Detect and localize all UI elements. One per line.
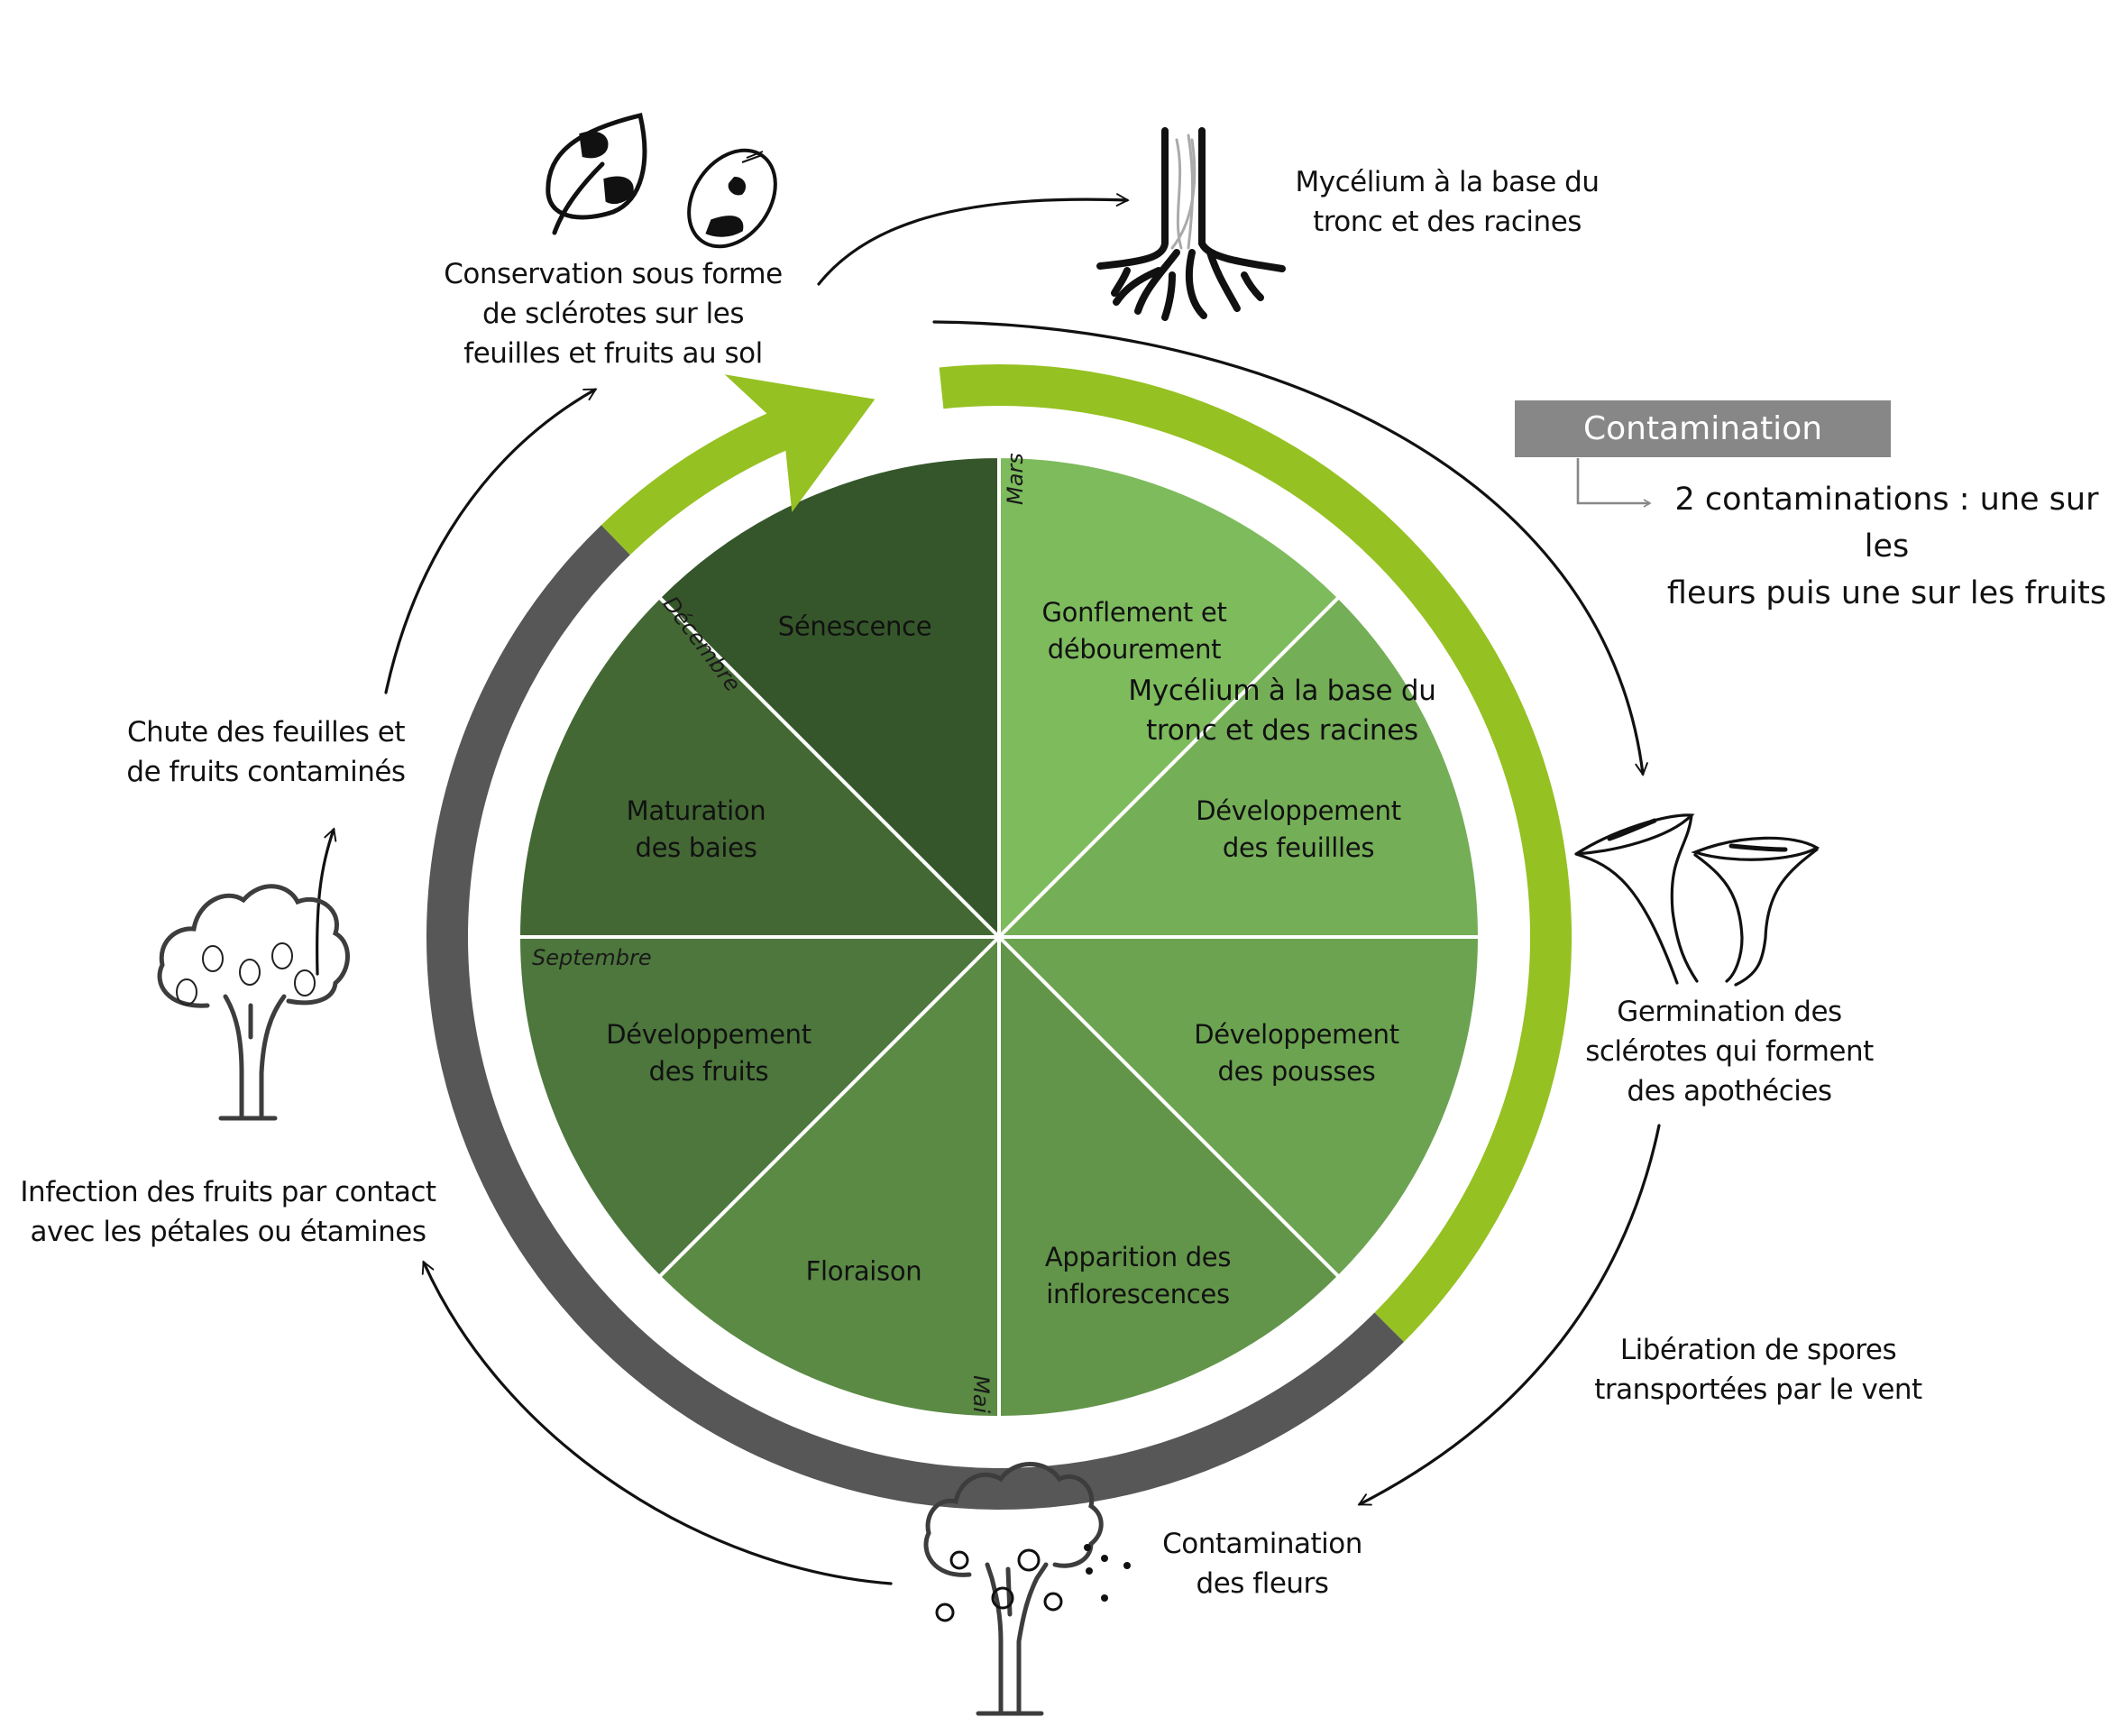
stage-germination: Germination des sclérotes qui forment de…: [1585, 996, 1874, 1107]
fruit-sclerotia-icon: [687, 148, 777, 249]
leaf-sclerotia-icon: [546, 112, 647, 235]
stage-mycelium: Mycélium à la base du tronc et des racin…: [1295, 166, 1600, 238]
month-mai: Mai: [968, 1375, 994, 1414]
arrow-top-to-germination: [932, 320, 1648, 776]
segment-label-gonflement: Gonflement et débourement: [1041, 597, 1227, 665]
arrow-infection-to-chute: [316, 827, 337, 976]
pie-segment: [516, 594, 1004, 939]
month-mars: Mars: [1003, 453, 1028, 505]
stage-infection-fruits: Infection des fruits par contact avec le…: [20, 1176, 436, 1248]
segment-label-senescence: Sénescence: [777, 611, 932, 642]
apothecia-mushroom-icon: [1574, 813, 1820, 987]
segment-label-pousses: Développement des pousses: [1194, 1019, 1399, 1087]
legend-connector: [1576, 458, 1652, 508]
arrow-germination-to-contamination: [1357, 1124, 1661, 1506]
pie-segment: [995, 935, 1482, 1280]
overlay-mycelium-label: Mycélium à la base du tronc et des racin…: [1128, 675, 1436, 747]
pie-segment: [995, 594, 1482, 939]
pie-segment: [656, 454, 1001, 941]
arrow-chute-to-conservation: [384, 388, 598, 694]
cycle-arrows: [316, 193, 1661, 1585]
legend-contamination-note: 2 contaminations : une sur les fleurs pu…: [1666, 482, 2107, 611]
stage-chute: Chute des feuilles et de fruits contamin…: [126, 716, 406, 788]
cycle-ring: [426, 364, 1572, 1510]
stage-contamination-fleurs: Contamination des fleurs: [1162, 1528, 1362, 1600]
ring-green-contamination-arc: [939, 364, 1572, 1342]
stage-conservation: Conservation sous forme de sclérotes sur…: [444, 258, 783, 370]
segment-label-maturation: Maturation des baies: [626, 795, 766, 863]
segment-label-dev-fruits: Développement des fruits: [606, 1019, 811, 1087]
fruit-tree-icon: [157, 884, 350, 1121]
ring-grey-arc: [426, 525, 1404, 1510]
arrow-contamination-to-infection: [421, 1260, 893, 1585]
stage-liberation: Libération de spores transportées par le…: [1594, 1334, 1922, 1406]
roots-mycelium-icon: [1096, 127, 1286, 321]
pie-segment: [997, 932, 1342, 1420]
segment-label-feuilles: Développement des feuillles: [1196, 795, 1401, 863]
pie-segment: [997, 454, 1342, 941]
segment-label-inflorescences: Apparition des inflorescences: [1044, 1242, 1232, 1309]
legend-contamination-box: Contamination: [1515, 400, 1891, 457]
phenology-pie: [516, 454, 1482, 1420]
flowering-tree-icon: [923, 1462, 1131, 1716]
month-septembre: Septembre: [532, 945, 652, 970]
ring-green-tail-arc: [601, 409, 793, 556]
ring-arrowhead: [724, 374, 876, 513]
segment-label-floraison: Floraison: [805, 1255, 922, 1287]
pie-segment: [516, 935, 1004, 1280]
arrow-conservation-to-mycelium: [817, 193, 1130, 286]
pie-segment: [656, 932, 1001, 1420]
